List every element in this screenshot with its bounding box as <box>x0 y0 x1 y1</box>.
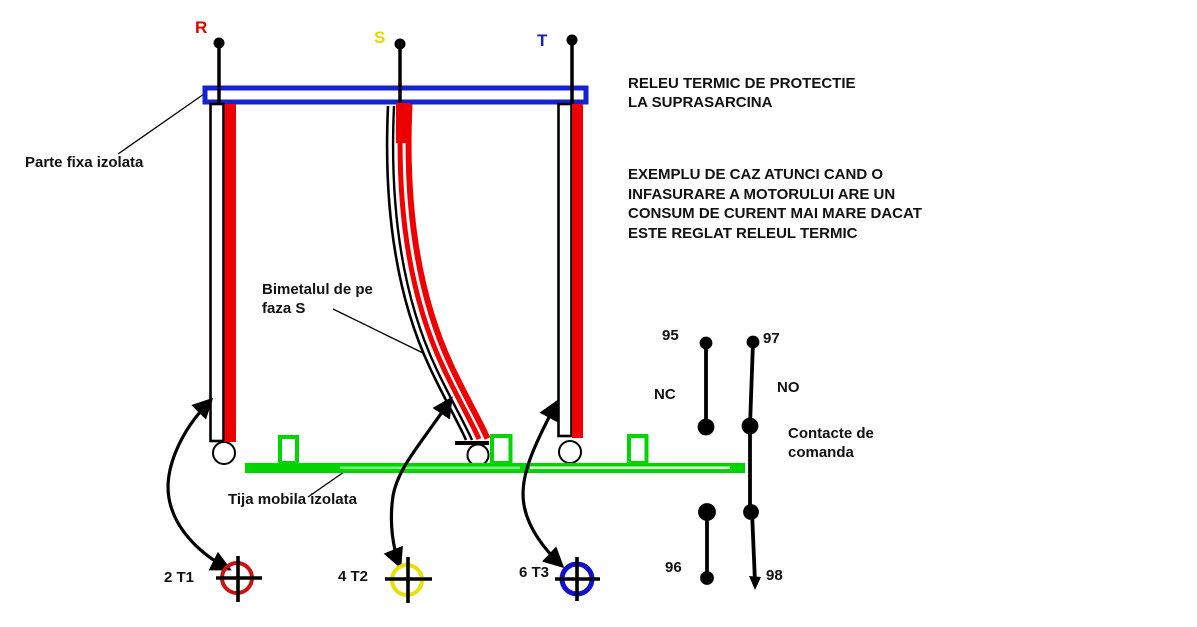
supply-terminal-dots <box>213 34 578 50</box>
wire-r-to-t1 <box>166 397 232 571</box>
phase-s-bent-bimetal <box>385 103 491 445</box>
terminal-t3-label: 6 T3 <box>519 564 550 581</box>
control-contacts <box>697 335 761 590</box>
phase-s-label: S <box>374 28 386 47</box>
terminal-t1-label: 2 T1 <box>164 569 195 586</box>
terminal-t3 <box>555 557 600 601</box>
phase-s-dot <box>394 38 406 50</box>
diagram-title: RELEU TERMIC DE PROTECTIE LA SUPRASARCIN… <box>628 75 856 111</box>
terminal-t1 <box>216 556 262 602</box>
dot-no-junction <box>741 417 759 435</box>
contact-nc-label: NC <box>654 386 676 403</box>
fixed-part-pointer-line <box>117 93 205 155</box>
phase-r-pivot-circle <box>212 441 236 465</box>
dot-98-top <box>743 504 759 520</box>
dot-96-top <box>698 503 716 521</box>
motor-wires <box>166 396 565 571</box>
pivot-circles <box>212 440 582 467</box>
mobile-rod-highlight-2 <box>530 466 730 470</box>
phase-t-strip <box>557 102 583 438</box>
bimetal-red-band-1 <box>397 104 482 441</box>
phase-t-label: T <box>537 31 548 50</box>
phase-t-pivot-circle <box>558 440 582 464</box>
control-contacts-callout: Contacte de comanda <box>788 425 874 461</box>
mobile-rod-pointer-line <box>307 471 345 498</box>
rod-tab-3 <box>627 434 649 465</box>
phase-s-pivot-circle <box>466 443 490 467</box>
dot-nc-lower <box>697 418 715 436</box>
contact-97-label: 97 <box>763 330 780 347</box>
wire-s-to-t2 <box>383 396 453 569</box>
bimetal-pointer-line <box>332 308 424 354</box>
bimetal-black-edge-2 <box>391 105 474 441</box>
rod-tab-1 <box>278 435 299 465</box>
phase-t-bimetal-strip <box>557 102 573 438</box>
contact-96-label: 96 <box>665 559 682 576</box>
arrow-98-bottom <box>749 576 761 590</box>
terminal-t2-label: 4 T2 <box>338 568 369 585</box>
mobile-rod-callout: Tija mobila izolata <box>228 491 357 508</box>
contact-95-label: 95 <box>662 327 679 344</box>
bimetal-callout: Bimetalul de pe faza S <box>262 281 373 317</box>
phase-r-heater <box>224 104 236 442</box>
contact-no-label: NO <box>777 379 800 396</box>
mobile-rod-highlight <box>340 466 520 470</box>
phase-r-bimetal-strip <box>209 102 225 443</box>
bimetal-red-band-2 <box>405 104 491 440</box>
dot-96-bottom <box>700 571 714 585</box>
terminal-t2 <box>385 557 432 603</box>
phase-r-strip <box>209 102 236 443</box>
fixed-insulated-bar <box>202 85 589 105</box>
contact-98-label: 98 <box>766 567 783 584</box>
dot-95 <box>699 336 713 350</box>
fixed-part-callout: Parte fixa izolata <box>25 154 144 171</box>
wire-t-to-t3 <box>521 399 565 569</box>
motor-terminals <box>216 556 600 603</box>
phase-t-heater <box>572 104 583 438</box>
dot-97 <box>746 335 760 349</box>
contact-97-line <box>748 341 755 427</box>
diagram-note: EXEMPLU DE CAZ ATUNCI CAND O INFASURARE … <box>628 166 922 242</box>
contact-98-line <box>750 511 757 583</box>
rod-tab-2 <box>490 434 513 465</box>
phase-r-dot <box>213 37 225 49</box>
mobile-insulated-rod <box>245 434 745 473</box>
phase-t-dot <box>566 34 578 46</box>
phase-r-label: R <box>195 18 208 37</box>
callout-pointer-lines <box>117 93 424 498</box>
